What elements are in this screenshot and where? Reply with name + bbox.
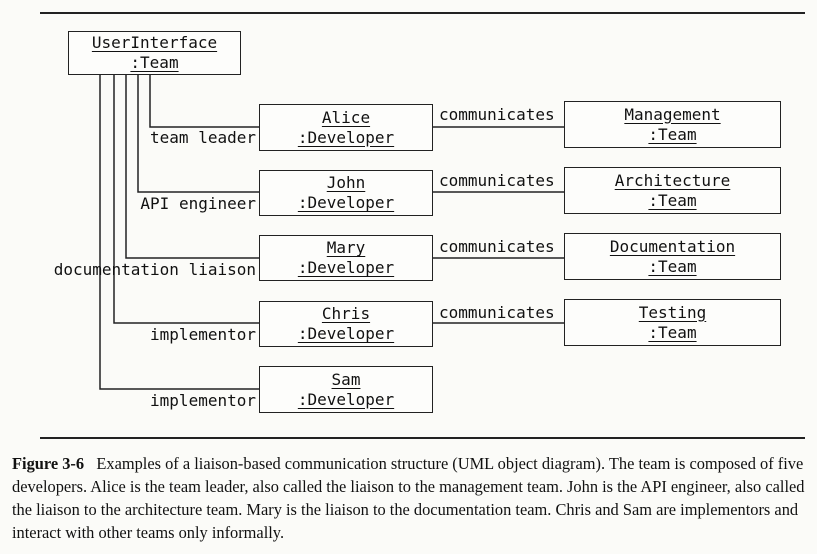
object-type: :Team (130, 53, 179, 72)
architecture-team-object: Architecture :Team (564, 167, 781, 214)
object-type: :Team (648, 256, 697, 276)
link-userinterface-mary (125, 74, 260, 259)
figure-caption: Figure 3-6 Examples of a liaison-based c… (12, 452, 812, 544)
object-name: Mary (326, 238, 366, 257)
link-userinterface-sam (99, 74, 260, 390)
object-name: Sam (331, 369, 361, 389)
john-developer-object: John :Developer (259, 170, 433, 216)
role-label-api-engineer: API engineer (140, 194, 256, 213)
communicates-label: communicates (439, 105, 555, 124)
communicates-label: communicates (439, 171, 555, 190)
testing-team-object: Testing :Team (564, 299, 781, 346)
link-userinterface-chris (113, 74, 260, 324)
bottom-rule (40, 437, 805, 439)
object-name: Documentation (609, 236, 736, 256)
object-name: Chris (321, 304, 371, 323)
object-type: :Team (648, 190, 697, 210)
object-type: :Developer (297, 127, 395, 147)
object-type: :Developer (297, 193, 395, 212)
management-team-object: Management :Team (564, 101, 781, 148)
userinterface-team-object: UserInterface :Team (68, 31, 241, 75)
object-name: Architecture (614, 170, 731, 190)
object-name: John (326, 173, 366, 192)
communicates-label: communicates (439, 237, 555, 256)
role-label-team-leader: team leader (150, 128, 256, 147)
communicates-label: communicates (439, 303, 555, 322)
object-type: :Developer (297, 258, 395, 277)
object-name: Management (624, 104, 721, 124)
object-name: UserInterface (91, 33, 218, 52)
role-label-implementor: implementor (150, 325, 256, 344)
top-rule (40, 12, 805, 14)
role-label-implementor: implementor (150, 391, 256, 410)
object-type: :Team (648, 322, 697, 342)
object-type: :Team (648, 124, 697, 144)
object-name: Alice (321, 107, 371, 127)
connector-lines (99, 74, 565, 390)
alice-developer-object: Alice :Developer (259, 104, 433, 151)
figure-label: Figure 3-6 (12, 454, 85, 473)
role-label-documentation-liaison: documentation liaison (53, 260, 256, 279)
mary-developer-object: Mary :Developer (259, 235, 433, 281)
object-type: :Developer (297, 324, 395, 343)
figure-caption-text: Examples of a liaison-based communicatio… (12, 454, 805, 542)
link-userinterface-john (137, 74, 260, 193)
object-name: Testing (638, 302, 707, 322)
link-userinterface-alice (149, 74, 260, 128)
object-type: :Developer (297, 389, 395, 409)
sam-developer-object: Sam :Developer (259, 366, 433, 413)
documentation-team-object: Documentation :Team (564, 233, 781, 280)
chris-developer-object: Chris :Developer (259, 301, 433, 347)
